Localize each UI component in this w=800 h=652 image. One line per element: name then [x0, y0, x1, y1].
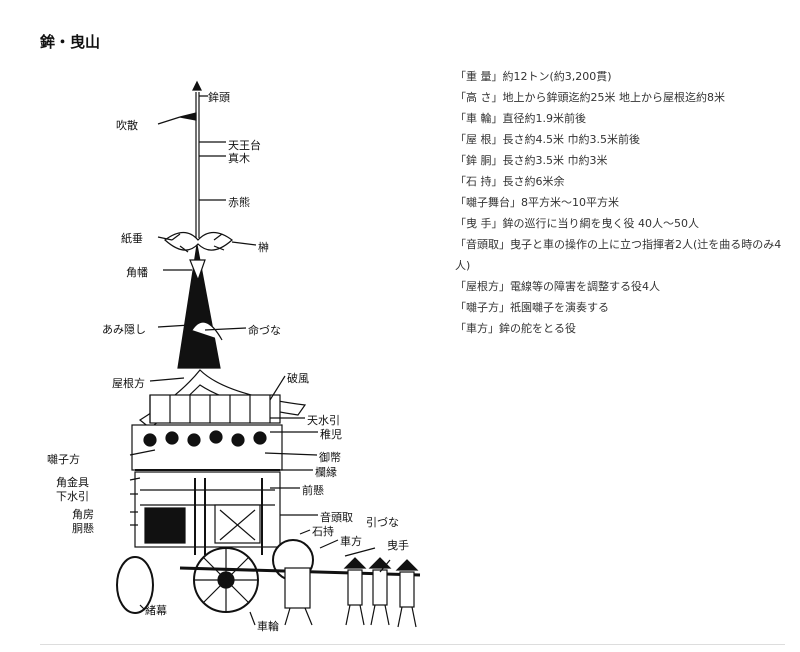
label-dokake: 胴懸	[72, 522, 94, 535]
label-shide: 紙垂	[121, 232, 143, 245]
spec-item: 「囃子舞台」8平方米〜10平方米	[455, 196, 619, 209]
label-tenno: 天王台	[228, 139, 261, 152]
label-rankaku: 欄縁	[315, 466, 337, 479]
spec-item: 「鉾 胴」長さ約3.5米 巾約3米	[455, 154, 608, 167]
label-kadofusa: 角房	[72, 508, 94, 521]
label-hokogashira: 鉾頭	[208, 91, 230, 104]
label-hikite: 曳手	[387, 539, 409, 552]
spec-item: 「音頭取」曳子と車の操作の上に立つ指揮者2人(辻を曲る時のみ4人)	[455, 238, 782, 272]
spec-item: 「重 量」約12トン(約3,200貫)	[455, 70, 612, 83]
spec-item: 「車方」鉾の舵をとる役	[455, 322, 576, 335]
label-inochizuna: 命づな	[248, 324, 281, 337]
label-tsunohata: 角幡	[126, 266, 148, 279]
spec-item: 「屋 根」長さ約4.5米 巾約3.5米前後	[455, 133, 640, 146]
label-shitamizuhiki: 下水引	[56, 490, 89, 503]
page-title: 鉾・曳山	[40, 33, 101, 51]
label-tensuibiki: 天水引	[307, 414, 340, 427]
label-hayashikata: 囃子方	[47, 453, 80, 466]
label-kurumakata: 車方	[340, 535, 362, 548]
spec-item: 「曳 手」鉾の巡行に当り綱を曳く役 40人〜50人	[455, 217, 699, 230]
label-mizuhiki2: 緒幕	[145, 604, 167, 617]
spec-item: 「石 持」長さ約6米余	[455, 175, 565, 188]
spec-item: 「高 さ」地上から鉾頭迄約25米 地上から屋根迄約8米	[455, 91, 725, 104]
label-hikizuna: 引づな	[366, 516, 399, 529]
bottom-divider	[40, 644, 785, 645]
spec-list: 「重 量」約12トン(約3,200貫) 「高 さ」地上から鉾頭迄約25米 地上か…	[455, 66, 785, 339]
label-maekake: 前懸	[302, 484, 324, 497]
label-ondotori: 音頭取	[320, 511, 353, 524]
label-hafu: 破風	[287, 372, 309, 385]
label-amikakushi: あみ隠し	[102, 323, 146, 336]
label-kadokanagu: 角金具	[56, 476, 89, 489]
label-fukinagashi: 吹散	[116, 119, 138, 132]
label-ishimochi: 石持	[312, 525, 334, 538]
spec-item: 「囃子方」祇園囃子を演奏する	[455, 301, 609, 314]
label-sakaki: 榊	[258, 241, 269, 254]
spec-item: 「車 輪」直径約1.9米前後	[455, 112, 586, 125]
label-shingi: 真木	[228, 152, 250, 165]
spec-item: 「屋根方」電線等の障害を調整する役4人	[455, 280, 660, 293]
label-chigo: 稚児	[320, 428, 342, 441]
label-gohei: 御幣	[319, 451, 341, 464]
label-sharin: 車輪	[257, 620, 279, 633]
label-shaguma: 赤熊	[228, 196, 250, 209]
label-yanekata: 屋根方	[112, 377, 145, 390]
